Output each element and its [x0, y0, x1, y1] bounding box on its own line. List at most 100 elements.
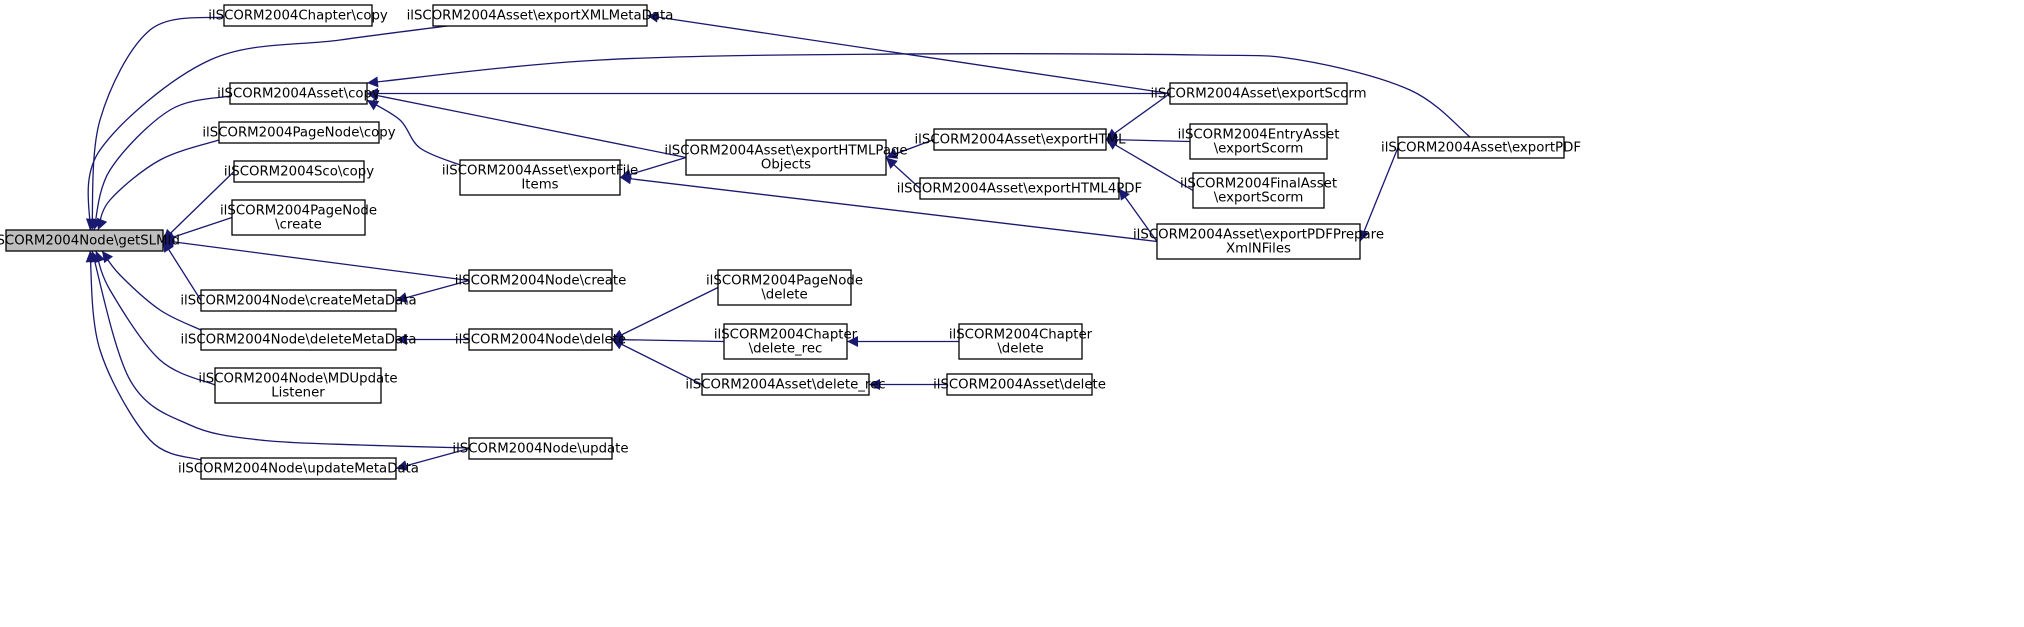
node-box: [1192, 172, 1325, 209]
node-label: ilSCORM2004Asset\exportXMLMetaData: [407, 9, 674, 24]
node-label: ilSCORM2004Asset\delete: [933, 378, 1106, 393]
node-box: [5, 229, 164, 252]
edge-asset_exportHTML4PDF-to-asset_exportHTMLPageObjects: [885, 157, 921, 189]
edge-asset_exportPDFPrepareXmlNFiles-to-asset_exportFileItems: [619, 173, 1158, 243]
node-box: [468, 269, 613, 292]
node-label: \exportScorm: [1214, 142, 1304, 157]
node-label: ilSCORM2004Node\delete: [455, 333, 626, 348]
node-chapter_copy[interactable]: ilSCORM2004Chapter\copy: [208, 4, 388, 27]
node-box: [223, 4, 373, 27]
node-box: [1156, 223, 1361, 260]
node-asset_copy[interactable]: ilSCORM2004Asset\copy: [217, 82, 380, 105]
node-asset_exportPDF[interactable]: ilSCORM2004Asset\exportPDF: [1381, 136, 1581, 159]
node-box: [933, 128, 1107, 151]
node-pagenode_create[interactable]: ilSCORM2004PageNode\create: [220, 199, 377, 236]
edge-pagenode_delete-to-node_delete: [611, 286, 719, 341]
node-sco_copy[interactable]: ilSCORM2004Sco\copy: [224, 160, 374, 183]
node-node_updateMetaData[interactable]: ilSCORM2004Node\updateMetaData: [178, 457, 419, 480]
node-label: ilSCORM2004Asset\exportFile: [442, 164, 638, 179]
node-pagenode_copy[interactable]: ilSCORM2004PageNode\copy: [202, 121, 396, 144]
node-label: ilSCORM2004Chapter\copy: [208, 9, 388, 24]
node-label: XmlNFiles: [1226, 242, 1291, 257]
node-asset_delete[interactable]: ilSCORM2004Asset\delete: [933, 373, 1106, 396]
edge-node_updateMetaData-to-getSLMId: [85, 250, 202, 461]
node-label: ilSCORM2004Chapter: [949, 328, 1093, 343]
node-asset_delete_rec[interactable]: ilSCORM2004Asset\delete_rec: [685, 373, 886, 396]
node-label: Items: [521, 178, 558, 193]
node-asset_exportPDFPrepareXmlNFiles[interactable]: ilSCORM2004Asset\exportPDFPrepareXmlNFil…: [1133, 223, 1384, 260]
node-entryasset_exportScorm[interactable]: ilSCORM2004EntryAsset\exportScorm: [1178, 123, 1340, 160]
node-box: [229, 82, 368, 105]
node-box: [723, 323, 848, 360]
edge-asset_exportPDF-to-asset_copy: [366, 53, 1471, 138]
node-node_deleteMetaData[interactable]: ilSCORM2004Node\deleteMetaData: [181, 328, 417, 351]
node-box: [214, 367, 382, 404]
node-label: ilSCORM2004Node\getSLMId: [0, 234, 180, 249]
edge-chapter_copy-to-getSLMId: [87, 16, 225, 231]
node-label: ilSCORM2004PageNode: [706, 274, 863, 289]
edge-asset_exportPDFPrepareXmlNFiles-to-asset_exportHTML4PDF: [1118, 188, 1158, 242]
node-box: [468, 437, 613, 460]
node-label: \exportScorm: [1214, 191, 1304, 206]
node-box: [1397, 136, 1565, 159]
node-box: [432, 4, 648, 27]
node-chapter_delete_rec[interactable]: ilSCORM2004Chapter\delete_rec: [714, 323, 858, 360]
node-label: ilSCORM2004EntryAsset: [1178, 128, 1340, 143]
node-chapter_delete[interactable]: ilSCORM2004Chapter\delete: [949, 323, 1093, 360]
node-box: [233, 160, 365, 183]
edge-asset_exportHTML-to-asset_exportHTMLPageObjects: [885, 138, 935, 159]
nodes-layer: ilSCORM2004Node\getSLMId ilSCORM2004Chapt…: [0, 4, 1581, 480]
node-label: ilSCORM2004Asset\exportHTML4PDF: [897, 182, 1142, 197]
node-label: ilSCORM2004Node\update: [452, 442, 628, 457]
node-label: ilSCORM2004Chapter: [714, 328, 858, 343]
node-label: ilSCORM2004PageNode\copy: [202, 126, 395, 141]
node-node_delete[interactable]: ilSCORM2004Node\delete: [455, 328, 626, 351]
node-box: [200, 457, 397, 480]
edge-sco_copy-to-getSLMId: [162, 171, 235, 241]
node-box: [717, 269, 852, 306]
edge-entryasset_exportScorm-to-asset_exportHTML: [1105, 134, 1191, 146]
node-getSLMId[interactable]: ilSCORM2004Node\getSLMId: [0, 229, 180, 252]
node-box: [231, 199, 366, 236]
node-node_update[interactable]: ilSCORM2004Node\update: [452, 437, 629, 460]
node-label: ilSCORM2004Asset\exportHTMLPage: [664, 144, 907, 159]
edge-node_deleteMetaData-to-getSLMId: [101, 250, 202, 331]
node-label: ilSCORM2004Node\create: [455, 274, 627, 289]
node-asset_exportHTML4PDF[interactable]: ilSCORM2004Asset\exportHTML4PDF: [897, 177, 1142, 200]
edge-pagenode_copy-to-getSLMId: [96, 139, 220, 231]
edge-node_create-to-node_createMetaData: [395, 279, 470, 303]
node-box: [200, 328, 397, 351]
node-label: \delete: [761, 288, 807, 303]
edge-asset_exportScorm-to-asset_exportHTML: [1105, 92, 1171, 141]
node-asset_exportXMLMetaData[interactable]: ilSCORM2004Asset\exportXMLMetaData: [407, 4, 674, 27]
node-box: [200, 289, 397, 312]
node-asset_exportScorm[interactable]: ilSCORM2004Asset\exportScorm: [1150, 82, 1367, 105]
node-finalasset_exportScorm[interactable]: ilSCORM2004FinalAsset\exportScorm: [1180, 172, 1337, 209]
node-label: ilSCORM2004Asset\exportPDFPrepare: [1133, 228, 1384, 243]
node-label: \create: [275, 218, 322, 233]
node-box: [946, 373, 1093, 396]
node-asset_exportHTML[interactable]: ilSCORM2004Asset\exportHTML: [914, 128, 1126, 151]
edge-asset_delete_rec-to-node_delete: [611, 338, 703, 386]
node-node_createMetaData[interactable]: ilSCORM2004Node\createMetaData: [180, 289, 417, 312]
node-node_create[interactable]: ilSCORM2004Node\create: [455, 269, 627, 292]
edge-asset_copy-to-getSLMId: [91, 95, 231, 231]
edges-layer: [85, 11, 1471, 471]
edge-node_update-to-node_updateMetaData: [395, 447, 470, 471]
edge-asset_exportHTMLPageObjects-to-asset_copy: [366, 90, 687, 159]
edge-asset_exportFileItems-to-asset_copy: [366, 99, 461, 166]
node-label: ilSCORM2004Node\MDUpdate: [198, 372, 397, 387]
node-label: \delete_rec: [749, 342, 823, 357]
node-box: [958, 323, 1083, 360]
edge-asset_exportPDF-to-asset_exportPDFPrepareXmlNFiles: [1359, 147, 1399, 242]
node-box: [685, 139, 887, 176]
node-label: ilSCORM2004Asset\copy: [217, 87, 380, 102]
node-label: ilSCORM2004Asset\delete_rec: [685, 378, 885, 393]
node-label: ilSCORM2004Sco\copy: [224, 165, 374, 180]
edge-chapter_delete_rec-to-node_delete: [611, 334, 725, 346]
node-pagenode_delete[interactable]: ilSCORM2004PageNode\delete: [706, 269, 863, 306]
node-label: ilSCORM2004Asset\exportPDF: [1381, 141, 1581, 156]
